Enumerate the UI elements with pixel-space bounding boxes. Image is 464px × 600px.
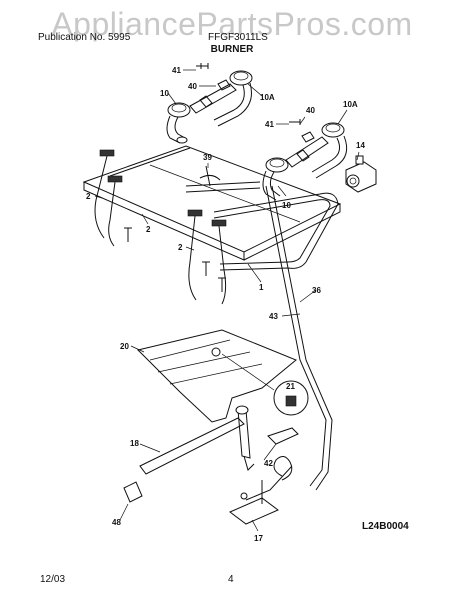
section-title: BURNER bbox=[210, 44, 254, 55]
diagram-code: L24B0004 bbox=[362, 521, 409, 532]
label-17: 17 bbox=[254, 534, 263, 543]
label-10A-rear: 10A bbox=[260, 93, 275, 102]
label-10A-front: 10A bbox=[343, 100, 358, 109]
label-40-front: 40 bbox=[306, 106, 315, 115]
label-43: 43 bbox=[269, 312, 278, 321]
footer-page-number: 4 bbox=[228, 574, 234, 585]
oven-burner bbox=[139, 405, 255, 475]
leader-lines bbox=[94, 69, 360, 532]
label-20: 20 bbox=[120, 342, 129, 351]
label-14: 14 bbox=[356, 141, 365, 150]
label-10-front: 10 bbox=[282, 201, 291, 210]
label-2-left: 2 bbox=[86, 192, 91, 201]
top-burner-assembly-rear bbox=[166, 63, 253, 144]
label-40-rear: 40 bbox=[188, 82, 197, 91]
header-publication: Publication No. 5995 bbox=[38, 32, 131, 43]
watermark: AppliancePartsPros.com bbox=[51, 6, 413, 42]
label-10-rear: 10 bbox=[160, 89, 169, 98]
label-18: 18 bbox=[130, 439, 139, 448]
label-21: 21 bbox=[286, 382, 295, 391]
part-labels: 41 40 10 10A 40 10A 41 14 39 10 2 2 2 1 … bbox=[86, 66, 365, 543]
orifice-callout bbox=[221, 353, 309, 416]
top-burner-assembly-front bbox=[262, 119, 348, 201]
footer-date: 12/03 bbox=[40, 574, 66, 585]
header-model: FFGF3011LS bbox=[208, 32, 268, 43]
label-41-front: 41 bbox=[265, 120, 274, 129]
label-39: 39 bbox=[203, 153, 212, 162]
label-41-rear: 41 bbox=[172, 66, 181, 75]
burner-clip bbox=[123, 481, 143, 503]
gas-valve bbox=[345, 155, 377, 193]
label-2-lower: 2 bbox=[178, 243, 183, 252]
label-2-center: 2 bbox=[146, 225, 151, 234]
label-48: 48 bbox=[112, 518, 121, 527]
label-42: 42 bbox=[264, 459, 273, 468]
burner-bracket bbox=[267, 427, 299, 445]
manifold-frame bbox=[82, 145, 342, 491]
label-1: 1 bbox=[259, 283, 264, 292]
spark-igniters bbox=[94, 149, 227, 305]
label-36: 36 bbox=[312, 286, 321, 295]
oven-baffle bbox=[137, 329, 297, 423]
oven-igniter bbox=[229, 456, 293, 525]
